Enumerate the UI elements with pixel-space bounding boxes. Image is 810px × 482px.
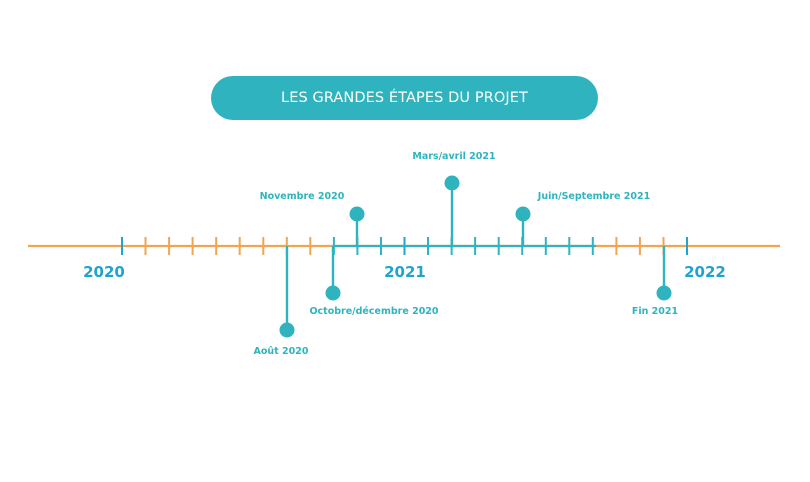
milestone-dot: [656, 285, 672, 301]
milestone-label: Novembre 2020: [260, 191, 345, 202]
milestone-dot: [349, 206, 365, 222]
milestone-label: Fin 2021: [632, 306, 678, 317]
year-label-2022: 2022: [684, 263, 726, 281]
milestone-label: Octobre/décembre 2020: [309, 306, 438, 317]
year-label-2021: 2021: [384, 263, 426, 281]
milestone-label: Juin/Septembre 2021: [537, 191, 650, 202]
milestone-label: Août 2020: [254, 346, 309, 357]
milestone-dot: [515, 206, 531, 222]
milestone-dot: [325, 285, 341, 301]
timeline-title: LES GRANDES ÉTAPES DU PROJET: [211, 76, 598, 120]
year-label-2020: 2020: [83, 263, 125, 281]
milestone-dot: [279, 322, 295, 338]
milestone-dot: [444, 175, 460, 191]
milestone-label: Mars/avril 2021: [412, 151, 495, 162]
